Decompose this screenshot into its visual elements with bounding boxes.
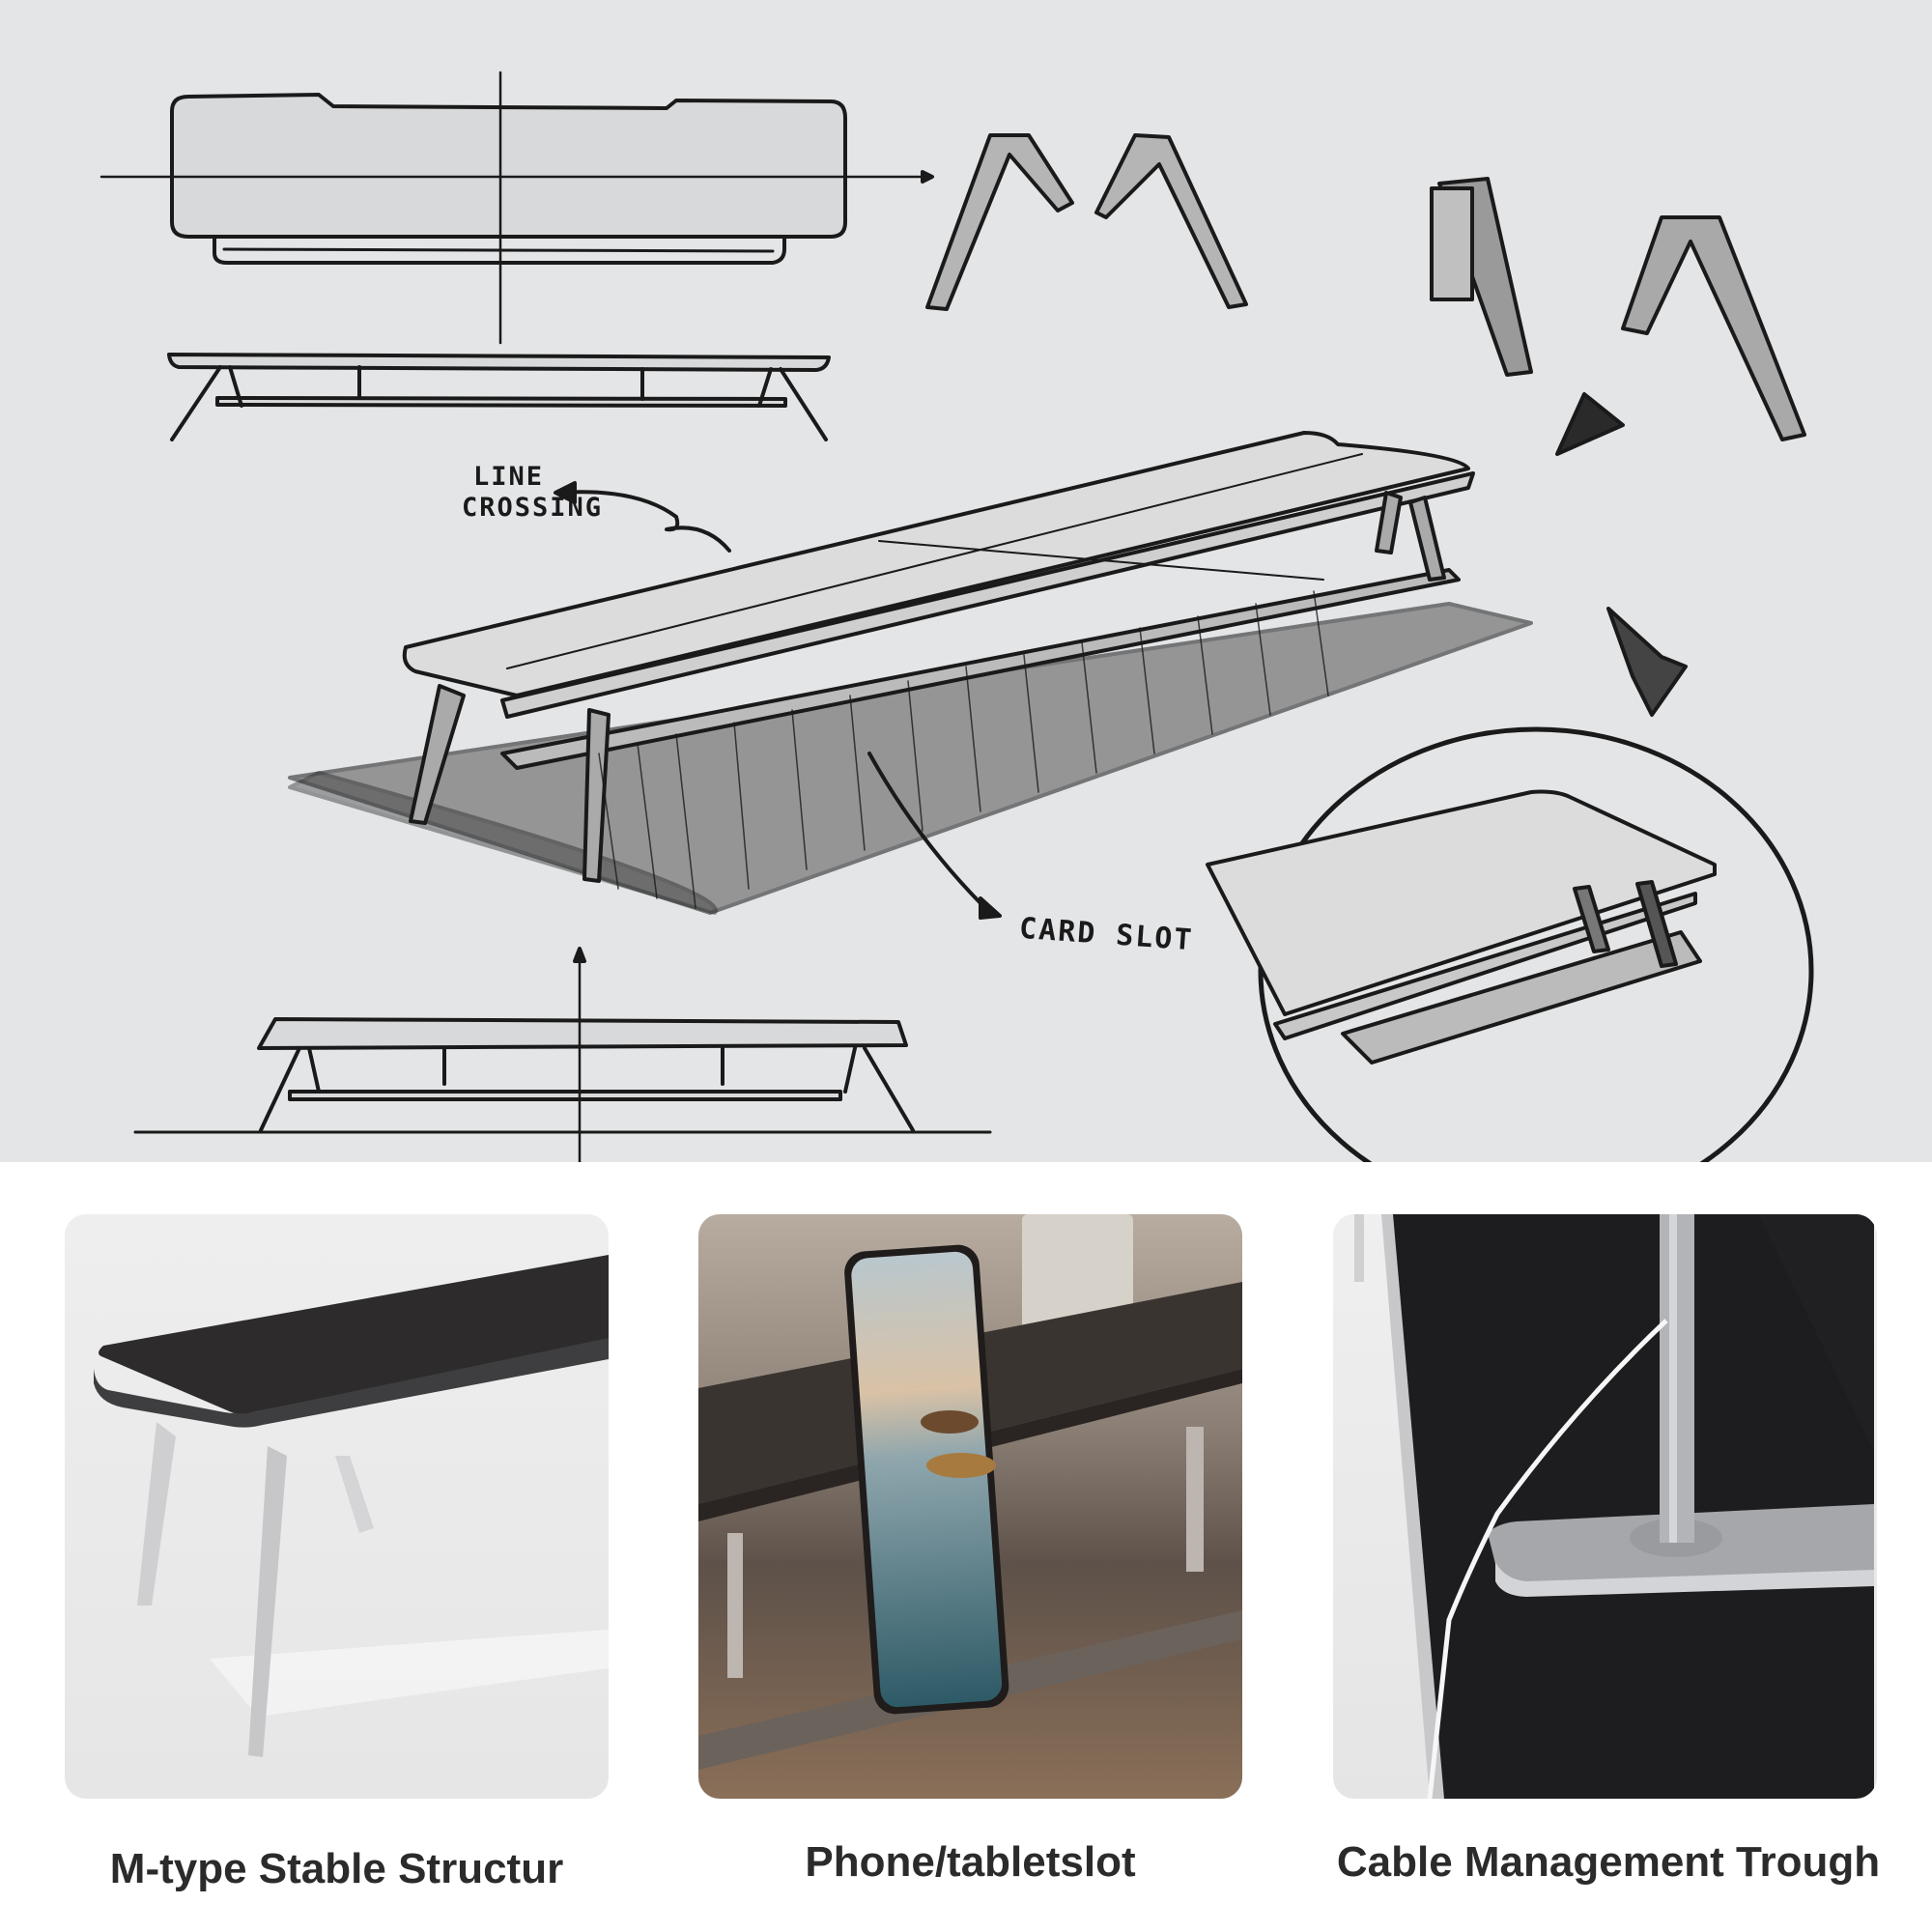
caption-m-type-structure: M-type Stable Structur bbox=[109, 1845, 564, 1892]
stand-leg-illustration bbox=[94, 1255, 609, 1757]
feature-image-m-type-structure bbox=[65, 1214, 609, 1799]
caption-cable-trough: Cable Management Trough bbox=[1336, 1838, 1881, 1886]
design-sketch: LINE CROSSING CARD SLOT bbox=[0, 0, 1932, 1162]
caption-phone-slot: Phone/tabletslot bbox=[805, 1838, 1136, 1886]
annotation-line-2: CROSSING bbox=[462, 493, 604, 523]
cable-trough-illustration bbox=[1354, 1214, 1874, 1799]
feature-image-phone-slot bbox=[698, 1214, 1242, 1799]
phone-slot-illustration bbox=[698, 1214, 1242, 1770]
sketch-drawing bbox=[99, 71, 1814, 1162]
annotation-line-1: LINE bbox=[473, 462, 545, 492]
feature-image-cable-trough bbox=[1333, 1214, 1877, 1799]
annotation-line-crossing: LINE CROSSING bbox=[462, 462, 603, 524]
